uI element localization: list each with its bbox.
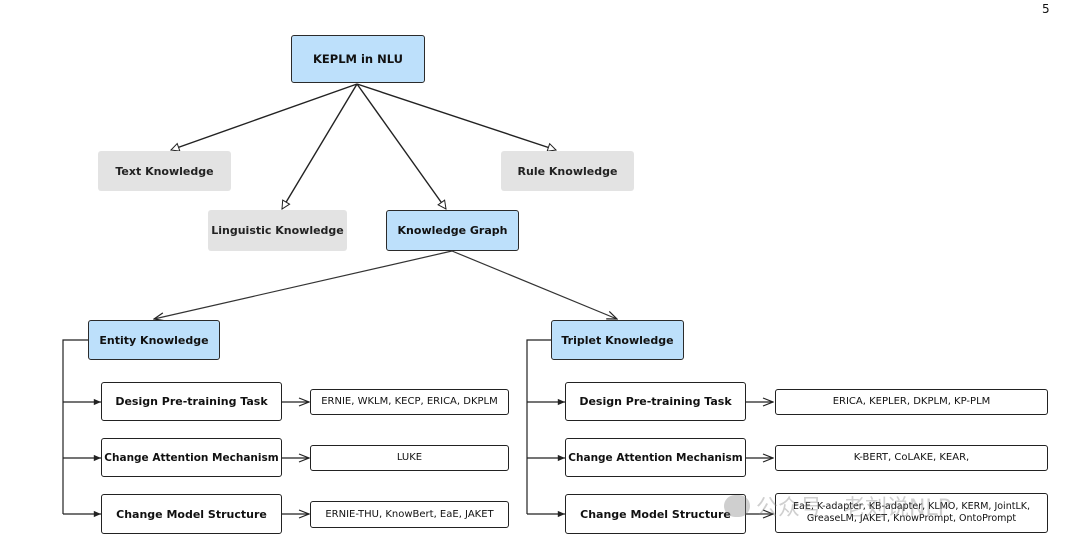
rule-knowledge-node: Rule Knowledge bbox=[501, 151, 634, 191]
edge-graph-triplet bbox=[451, 250, 617, 319]
triplet-models-attention: K-BERT, CoLAKE, KEAR, bbox=[775, 445, 1048, 471]
triplet-models-pretraining: ERICA, KEPLER, DKPLM, KP-PLM bbox=[775, 389, 1048, 415]
triplet-knowledge-node: Triplet Knowledge bbox=[551, 320, 684, 360]
knowledge-graph-node: Knowledge Graph bbox=[386, 210, 519, 251]
entity-models-pretraining: ERNIE, WKLM, KECP, ERICA, DKPLM bbox=[310, 389, 509, 415]
entity-models-structure: ERNIE-THU, KnowBert, EaE, JAKET bbox=[310, 501, 509, 528]
edge-root-text bbox=[171, 83, 358, 150]
edge-root-rule bbox=[356, 83, 556, 150]
page-number: 5 bbox=[1042, 2, 1050, 16]
triplet-method-attention: Change Attention Mechanism bbox=[565, 438, 746, 477]
watermark-text: 公众号 · 老刘说NLP bbox=[756, 496, 951, 521]
text-knowledge-node: Text Knowledge bbox=[98, 151, 231, 191]
watermark: 公众号 · 老刘说NLP bbox=[724, 490, 951, 522]
edge-graph-entity bbox=[154, 250, 453, 319]
triplet-models-structure: EaE, K-adapter, KB-adapter, KLMO, KERM, … bbox=[775, 493, 1048, 533]
linguistic-knowledge-node: Linguistic Knowledge bbox=[208, 210, 347, 251]
triplet-method-structure: Change Model Structure bbox=[565, 494, 746, 534]
triplet-method-pretraining: Design Pre-training Task bbox=[565, 382, 746, 421]
entity-knowledge-node: Entity Knowledge bbox=[88, 320, 220, 360]
entity-method-pretraining: Design Pre-training Task bbox=[101, 382, 282, 421]
trunk-entity bbox=[62, 339, 88, 514]
wechat-icon bbox=[724, 495, 750, 517]
root-node: KEPLM in NLU bbox=[291, 35, 425, 83]
entity-method-structure: Change Model Structure bbox=[101, 494, 282, 534]
trunk-triplet bbox=[526, 339, 551, 514]
edge-root-linguistic bbox=[281, 83, 358, 209]
entity-models-attention: LUKE bbox=[310, 445, 509, 471]
edge-root-graph bbox=[356, 83, 446, 209]
entity-method-attention: Change Attention Mechanism bbox=[101, 438, 282, 477]
